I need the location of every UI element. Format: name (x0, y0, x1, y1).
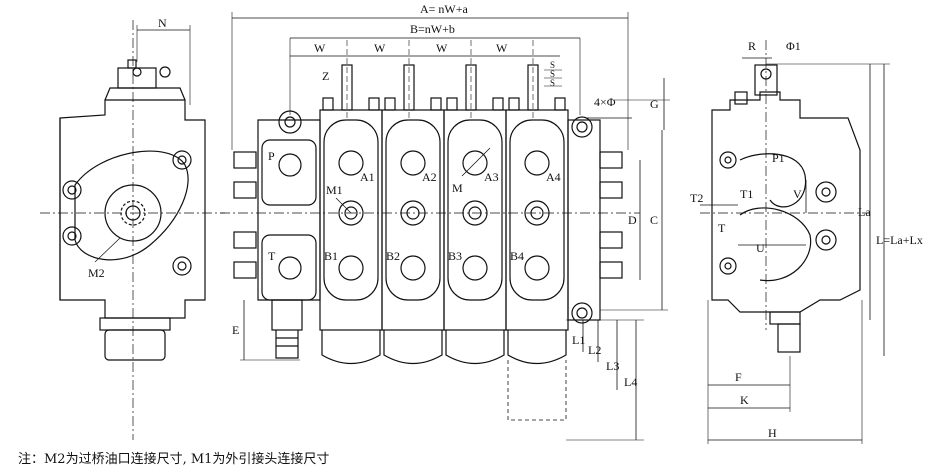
label-b1: B1 (324, 249, 338, 263)
label-holes: 4×Φ (594, 95, 616, 109)
label-p: P (268, 149, 275, 163)
label-l3: L3 (606, 359, 619, 373)
label-phi1: Φ1 (786, 39, 801, 53)
label-u: U (756, 241, 765, 255)
label-d: D (628, 213, 637, 227)
label-r: R (748, 39, 756, 53)
side-bolt-group-left (62, 150, 192, 276)
label-t-right: T (718, 221, 726, 235)
label-b2: B2 (386, 249, 400, 263)
label-a4: A4 (546, 170, 561, 184)
label-c: C (650, 213, 658, 227)
label-l2: L2 (588, 343, 601, 357)
label-t: T (268, 249, 276, 263)
front-view (220, 12, 670, 441)
label-w-1: W (314, 41, 326, 55)
top-bolts (322, 97, 566, 111)
label-z: Z (322, 69, 329, 83)
label-s-2: S (550, 69, 555, 79)
label-b-total: B=nW+b (410, 22, 455, 36)
label-s-1: S (550, 60, 555, 70)
label-a3: A3 (484, 170, 499, 184)
label-h: H (768, 426, 777, 440)
label-a1: A1 (360, 170, 375, 184)
label-l1: L1 (572, 333, 585, 347)
label-s-3: S (550, 78, 555, 88)
spool-section-4 (505, 64, 569, 421)
label-m: M (452, 181, 463, 195)
label-f: F (735, 370, 742, 384)
label-p1: P1 (772, 151, 785, 165)
label-m2: M2 (88, 266, 105, 280)
label-la: La (858, 205, 871, 219)
left-side-view (40, 20, 225, 440)
footnote: 注：M2为过桥油口连接尺寸, M1为外引接头连接尺寸 (18, 452, 330, 467)
label-b4: B4 (510, 249, 524, 263)
label-n: N (158, 16, 167, 30)
label-b3: B3 (448, 249, 462, 263)
label-k: K (740, 393, 749, 407)
label-v: V (793, 187, 802, 201)
label-l4: L4 (624, 375, 637, 389)
label-w-2: W (374, 41, 386, 55)
label-a-total: A= nW+a (420, 2, 469, 16)
label-l-total: L=La+Lx (876, 233, 923, 247)
label-a2: A2 (422, 170, 437, 184)
label-w-4: W (496, 41, 508, 55)
label-e: E (232, 323, 239, 337)
label-g: G (650, 97, 659, 111)
label-m1: M1 (326, 183, 343, 197)
label-w-3: W (436, 41, 448, 55)
label-t1: T1 (740, 187, 753, 201)
right-side-view (700, 40, 890, 444)
label-t2: T2 (690, 191, 703, 205)
